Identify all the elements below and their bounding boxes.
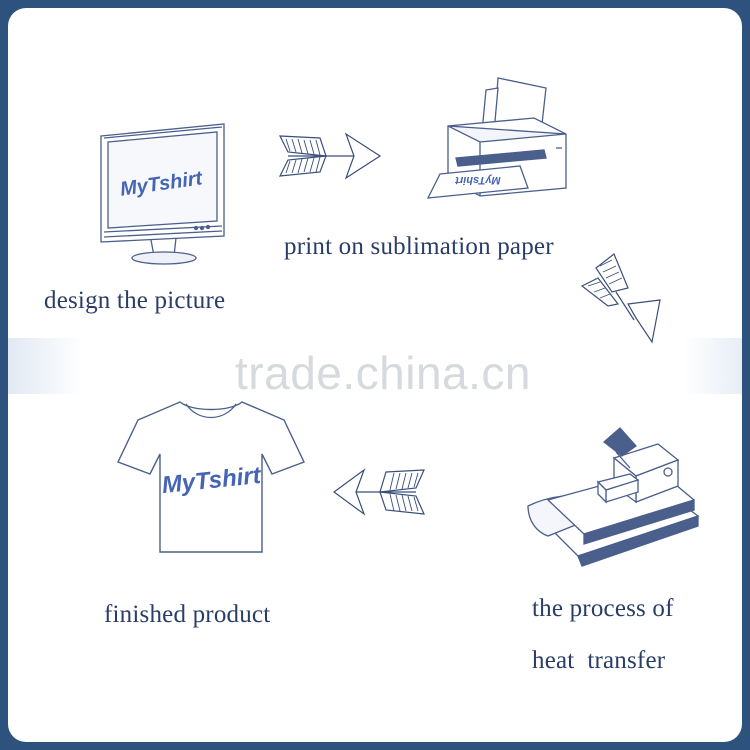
monitor-icon: MyTshirt: [100, 123, 225, 265]
step-label-heat-line1: the process of: [532, 595, 674, 622]
arrow-icon: [278, 132, 382, 180]
heat-press-icon: [527, 427, 700, 567]
arrow-icon: [332, 468, 425, 516]
step-label-heat-line2: heat transfer: [532, 647, 666, 674]
watermark: trade.china.cn: [235, 347, 531, 399]
step-label-print: print on sublimation paper: [284, 233, 554, 260]
printer-icon: MyTshirt: [426, 77, 567, 199]
step-label-finished: finished product: [104, 601, 271, 628]
arrow-icon: [580, 253, 661, 344]
printed-paper-logo: MyTshirt: [454, 174, 501, 186]
step-label-design: design the picture: [44, 287, 226, 314]
tshirt-icon: MyTshirt: [117, 401, 305, 553]
diagram-card: trade.china.cn MyTshirt: [8, 8, 742, 742]
watermark-band: [8, 338, 742, 394]
